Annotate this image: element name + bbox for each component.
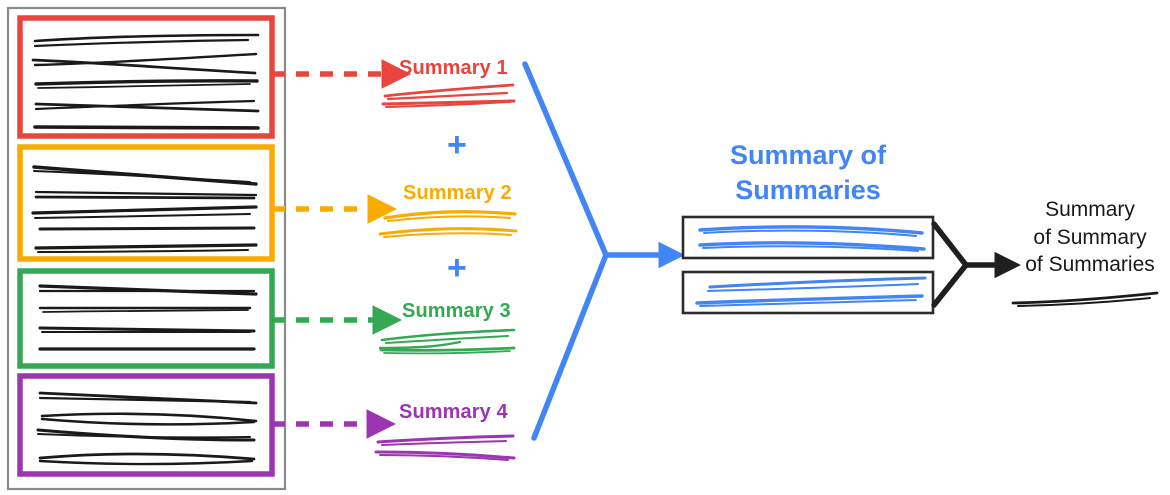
source-documents-container xyxy=(6,6,287,491)
summary-squiggle-2 xyxy=(378,210,518,238)
summary-label-1: Summary 1 xyxy=(399,57,508,79)
final-line-1: Summary xyxy=(1045,198,1135,221)
summary-label-3: Summary 3 xyxy=(402,300,511,322)
document-card-2 xyxy=(17,144,275,262)
sos-title-line-2: Summaries xyxy=(735,174,881,205)
summary-of-summaries-title: Summary of Summaries xyxy=(668,138,948,207)
summary-label-4: Summary 4 xyxy=(399,401,508,423)
final-output-squiggle xyxy=(1011,291,1159,307)
plus-operator-2: + xyxy=(447,249,467,287)
document-card-1 xyxy=(17,15,275,139)
summary-of-summaries-box-1 xyxy=(681,215,935,260)
summary-label-2: Summary 2 xyxy=(403,182,512,204)
sos-title-line-1: Summary of xyxy=(729,140,887,170)
final-output-title: Summary of Summary of Summaries xyxy=(1000,196,1170,279)
document-card-3 xyxy=(17,268,275,369)
final-line-3: of Summaries xyxy=(1025,253,1155,277)
summary-of-summaries-box-2 xyxy=(681,270,935,315)
summary-squiggle-4 xyxy=(374,434,516,461)
document-card-4 xyxy=(17,373,275,477)
blue-merge-connector xyxy=(522,61,609,441)
black-merge-connector xyxy=(931,221,969,308)
summary-squiggle-3 xyxy=(378,328,516,355)
final-line-2: of Summary xyxy=(1033,225,1147,249)
summary-squiggle-1 xyxy=(381,83,516,108)
plus-operator-1: + xyxy=(447,126,467,164)
